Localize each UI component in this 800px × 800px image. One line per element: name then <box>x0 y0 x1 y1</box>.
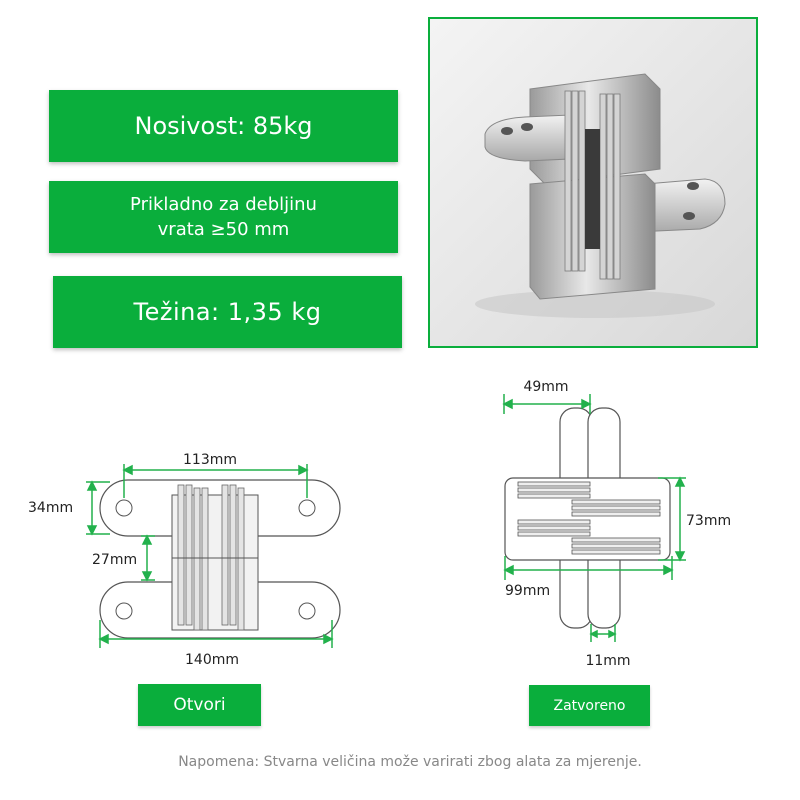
closed-state-text: Zatvoreno <box>553 697 626 714</box>
hinge-links <box>177 484 245 631</box>
weight-badge: Težina: 1,35 kg <box>53 276 402 348</box>
hole-icon <box>298 602 316 620</box>
load-capacity-badge: Nosivost: 85kg <box>49 90 398 162</box>
open-hinge-diagram: 113mm 34mm 27mm 140mm <box>28 452 341 668</box>
open-state-label: Otvori <box>138 684 261 726</box>
hinge-photo-illustration <box>430 19 756 346</box>
closed-state-label: Zatvoreno <box>529 685 650 726</box>
hole-icon <box>115 499 133 517</box>
dim-total-length: 140mm <box>185 652 239 668</box>
dim-height: 73mm <box>686 513 731 529</box>
hole-icon <box>115 602 133 620</box>
dim-gap: 27mm <box>92 552 137 568</box>
door-thickness-text-line2: vrata ≥50 mm <box>157 219 290 240</box>
measurement-note: Napomena: Stvarna veličina može varirati… <box>178 754 642 770</box>
load-capacity-text: Nosivost: 85kg <box>134 112 313 140</box>
hinge-body <box>171 494 259 631</box>
product-photo <box>428 17 758 348</box>
dim-hole-spacing: 113mm <box>183 452 237 468</box>
hole-icon <box>298 499 316 517</box>
open-state-text: Otvori <box>173 695 226 715</box>
dim-body-width: 49mm <box>523 379 568 395</box>
weight-text: Težina: 1,35 kg <box>133 298 322 326</box>
closed-hinge-diagram: 49mm 73mm 99mm 11mm <box>502 379 731 669</box>
dim-length: 99mm <box>505 583 550 599</box>
door-thickness-text-line1: Prikladno za debljinu <box>130 194 317 215</box>
door-thickness-badge: Prikladno za debljinu vrata ≥50 mm <box>49 181 398 253</box>
dim-thickness: 11mm <box>585 653 630 669</box>
closed-links <box>517 481 661 555</box>
dim-plate-height: 34mm <box>28 500 73 516</box>
